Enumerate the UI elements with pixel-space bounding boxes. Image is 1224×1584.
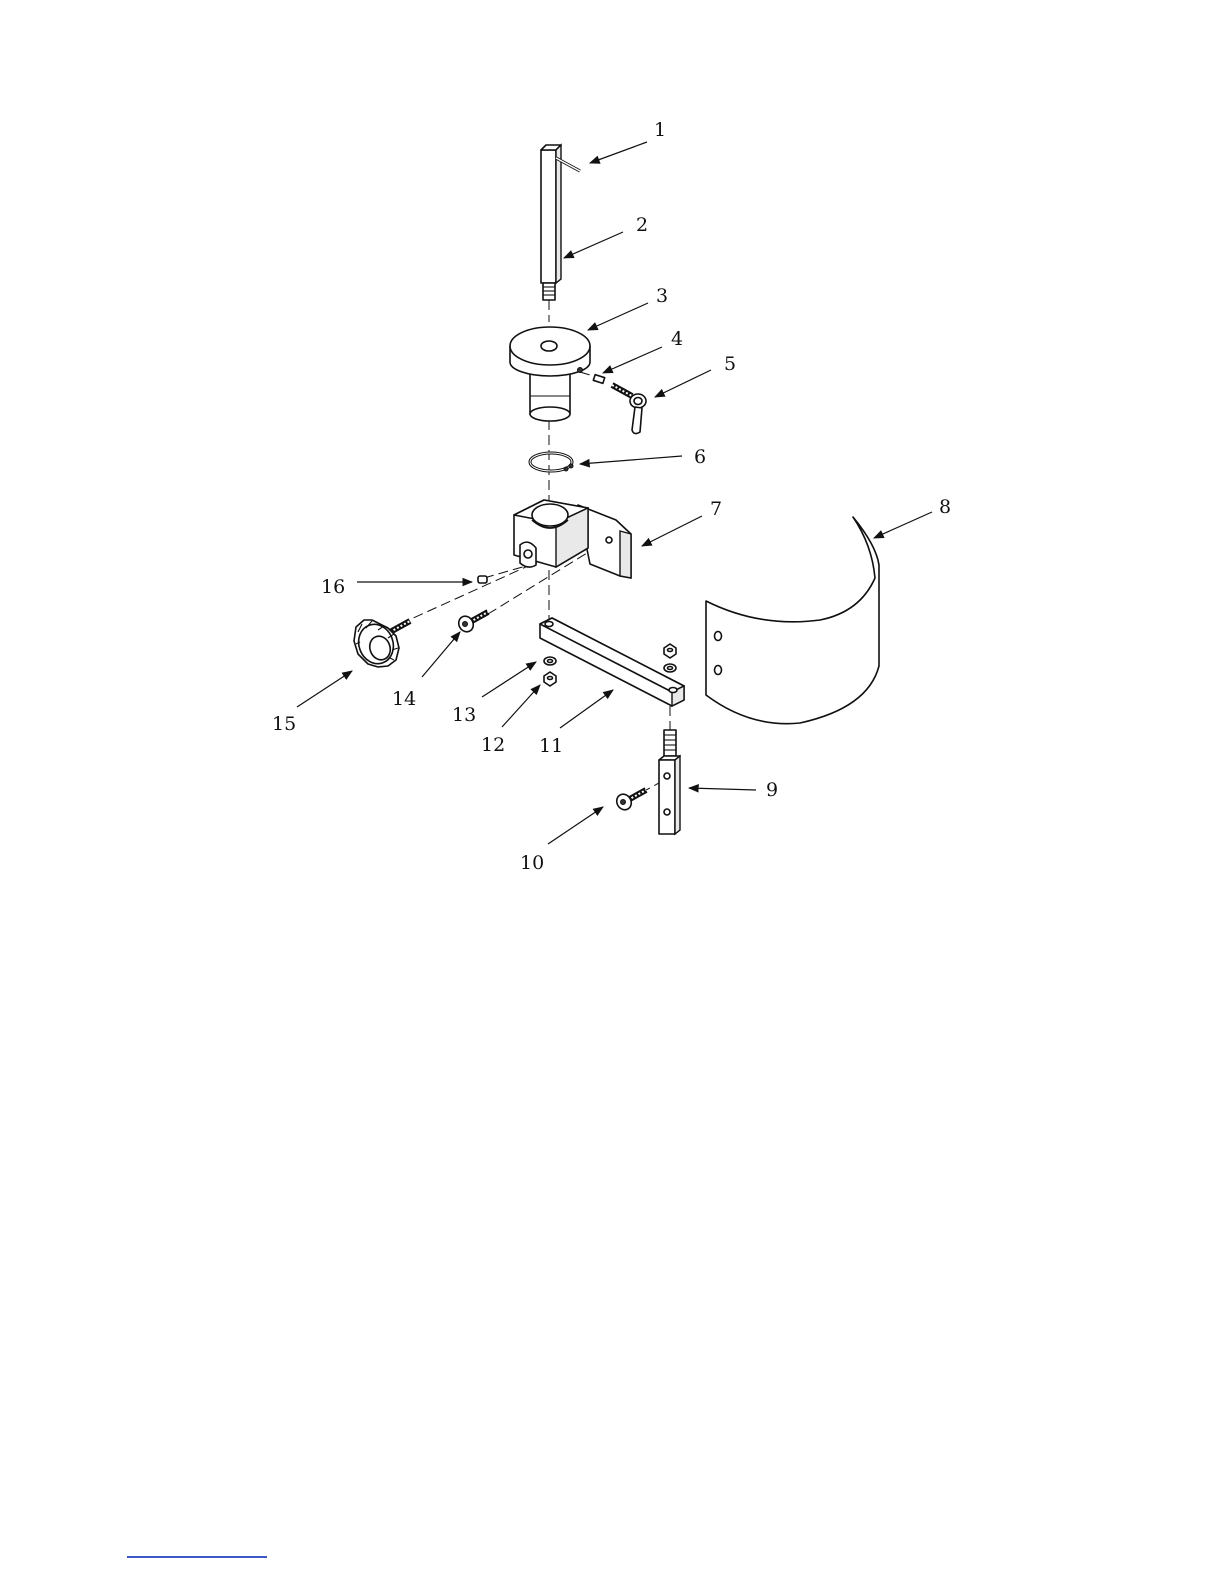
callout-6: 6 <box>694 446 706 468</box>
leader-5 <box>655 370 711 397</box>
leader-2 <box>564 232 623 258</box>
callout-1: 1 <box>654 119 666 141</box>
part-11-arm <box>540 618 684 706</box>
callout-7: 7 <box>710 498 722 520</box>
leader-6 <box>580 456 682 464</box>
callout-9: 9 <box>766 779 778 801</box>
part-6-retaining-ring <box>530 453 573 471</box>
callout-11: 11 <box>539 735 563 757</box>
part-10-side-screw <box>614 790 646 812</box>
part-16-grub <box>478 576 487 583</box>
leader-9 <box>689 788 756 790</box>
callout-2: 2 <box>636 214 648 236</box>
leader-1 <box>590 142 647 163</box>
part-8-curved-guard <box>706 517 879 724</box>
part-5-lever <box>612 385 646 434</box>
parts-12-13-washer-nut-left <box>544 657 556 686</box>
callout-10: 10 <box>520 852 544 874</box>
part-9-threaded-post <box>659 730 680 834</box>
callout-4: 4 <box>671 328 683 350</box>
leader-arrows <box>297 142 932 844</box>
leader-15 <box>297 671 352 707</box>
part-15-knob <box>353 619 410 668</box>
leader-11 <box>560 690 613 728</box>
leader-12 <box>502 685 540 727</box>
part-3-hub <box>510 327 590 421</box>
leader-3 <box>588 303 648 330</box>
leader-4 <box>603 347 662 373</box>
callout-15: 15 <box>272 713 296 735</box>
leader-8 <box>874 512 932 538</box>
part-2-post <box>541 145 561 300</box>
leader-10 <box>548 807 603 844</box>
part-4-set-screw <box>593 375 604 384</box>
leader-7 <box>642 516 702 546</box>
callout-13: 13 <box>452 704 476 726</box>
part-14-socket-screw <box>456 612 488 634</box>
callout-14: 14 <box>392 688 416 710</box>
nut-washer-right <box>664 644 676 672</box>
callout-12: 12 <box>481 734 505 756</box>
leader-13 <box>482 662 536 697</box>
leader-14 <box>422 632 460 677</box>
part-7-clamp-block <box>514 500 631 578</box>
callout-8: 8 <box>939 496 951 518</box>
callout-labels: 1 2 3 4 5 6 7 8 9 10 11 12 13 14 15 16 <box>272 119 951 874</box>
footer-rule <box>127 1556 267 1558</box>
callout-3: 3 <box>656 285 668 307</box>
callout-5: 5 <box>724 353 736 375</box>
callout-16: 16 <box>321 576 345 598</box>
